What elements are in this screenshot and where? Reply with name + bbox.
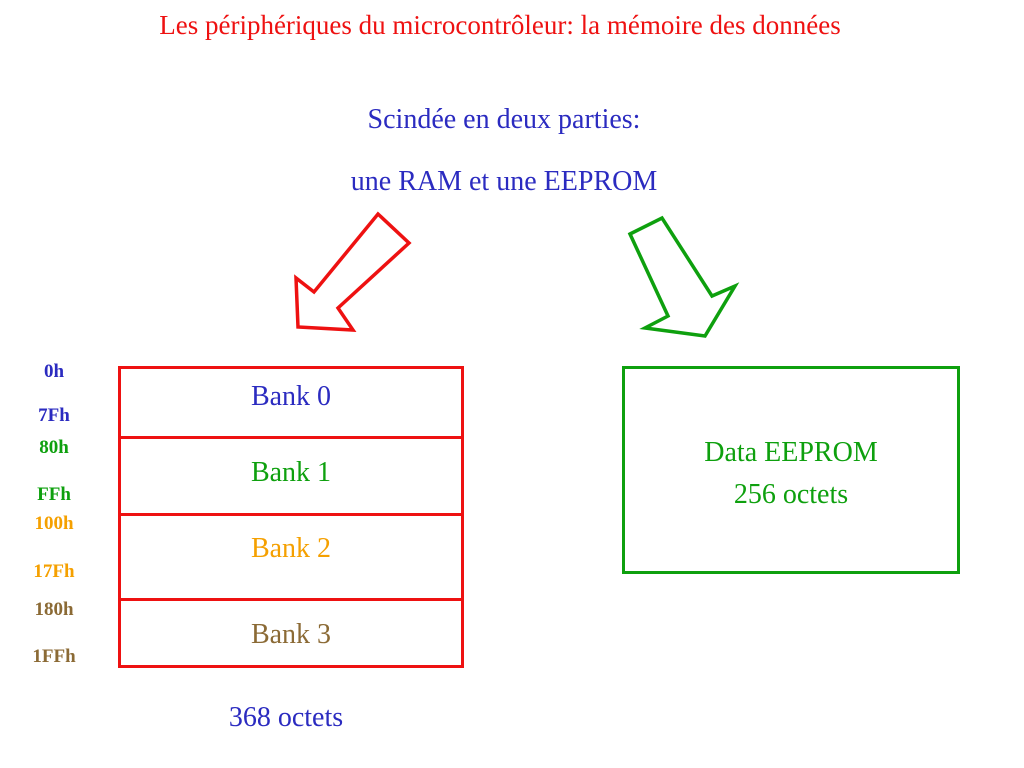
bank-2-label: Bank 2 bbox=[250, 533, 332, 564]
addr-bank2-start: 100h bbox=[34, 513, 74, 534]
ram-block: Bank 0 Bank 1 Bank 2 Bank 3 bbox=[118, 366, 464, 668]
slide-title: Les périphériques du microcontrôleur: la… bbox=[159, 10, 841, 40]
bank-3-label: Bank 3 bbox=[250, 619, 332, 650]
bank-0-label: Bank 0 bbox=[250, 381, 332, 412]
eeprom-title: Data EEPROM bbox=[704, 437, 878, 468]
addr-bank1-start: 80h bbox=[39, 437, 69, 458]
bank-divider bbox=[121, 436, 461, 439]
subtitle-line-1: Scindée en deux parties: bbox=[367, 104, 641, 135]
bank-divider bbox=[121, 598, 461, 601]
addr-bank2-end: 17Fh bbox=[33, 561, 75, 582]
bank-divider bbox=[121, 513, 461, 516]
eeprom-size: 256 octets bbox=[733, 479, 849, 510]
addr-bank0-start: 0h bbox=[43, 361, 65, 382]
eeprom-block: Data EEPROM 256 octets bbox=[622, 366, 960, 574]
arrow-to-eeprom bbox=[627, 215, 740, 338]
ram-size-label: 368 octets bbox=[228, 702, 344, 733]
addr-bank1-end: FFh bbox=[37, 484, 71, 505]
arrow-to-ram bbox=[294, 211, 412, 332]
bank-1-label: Bank 1 bbox=[250, 457, 332, 488]
addr-bank3-start: 180h bbox=[34, 599, 74, 620]
addr-bank0-end: 7Fh bbox=[38, 405, 70, 426]
subtitle-line-2: une RAM et une EEPROM bbox=[350, 166, 658, 197]
addr-bank3-end: 1FFh bbox=[32, 646, 76, 667]
